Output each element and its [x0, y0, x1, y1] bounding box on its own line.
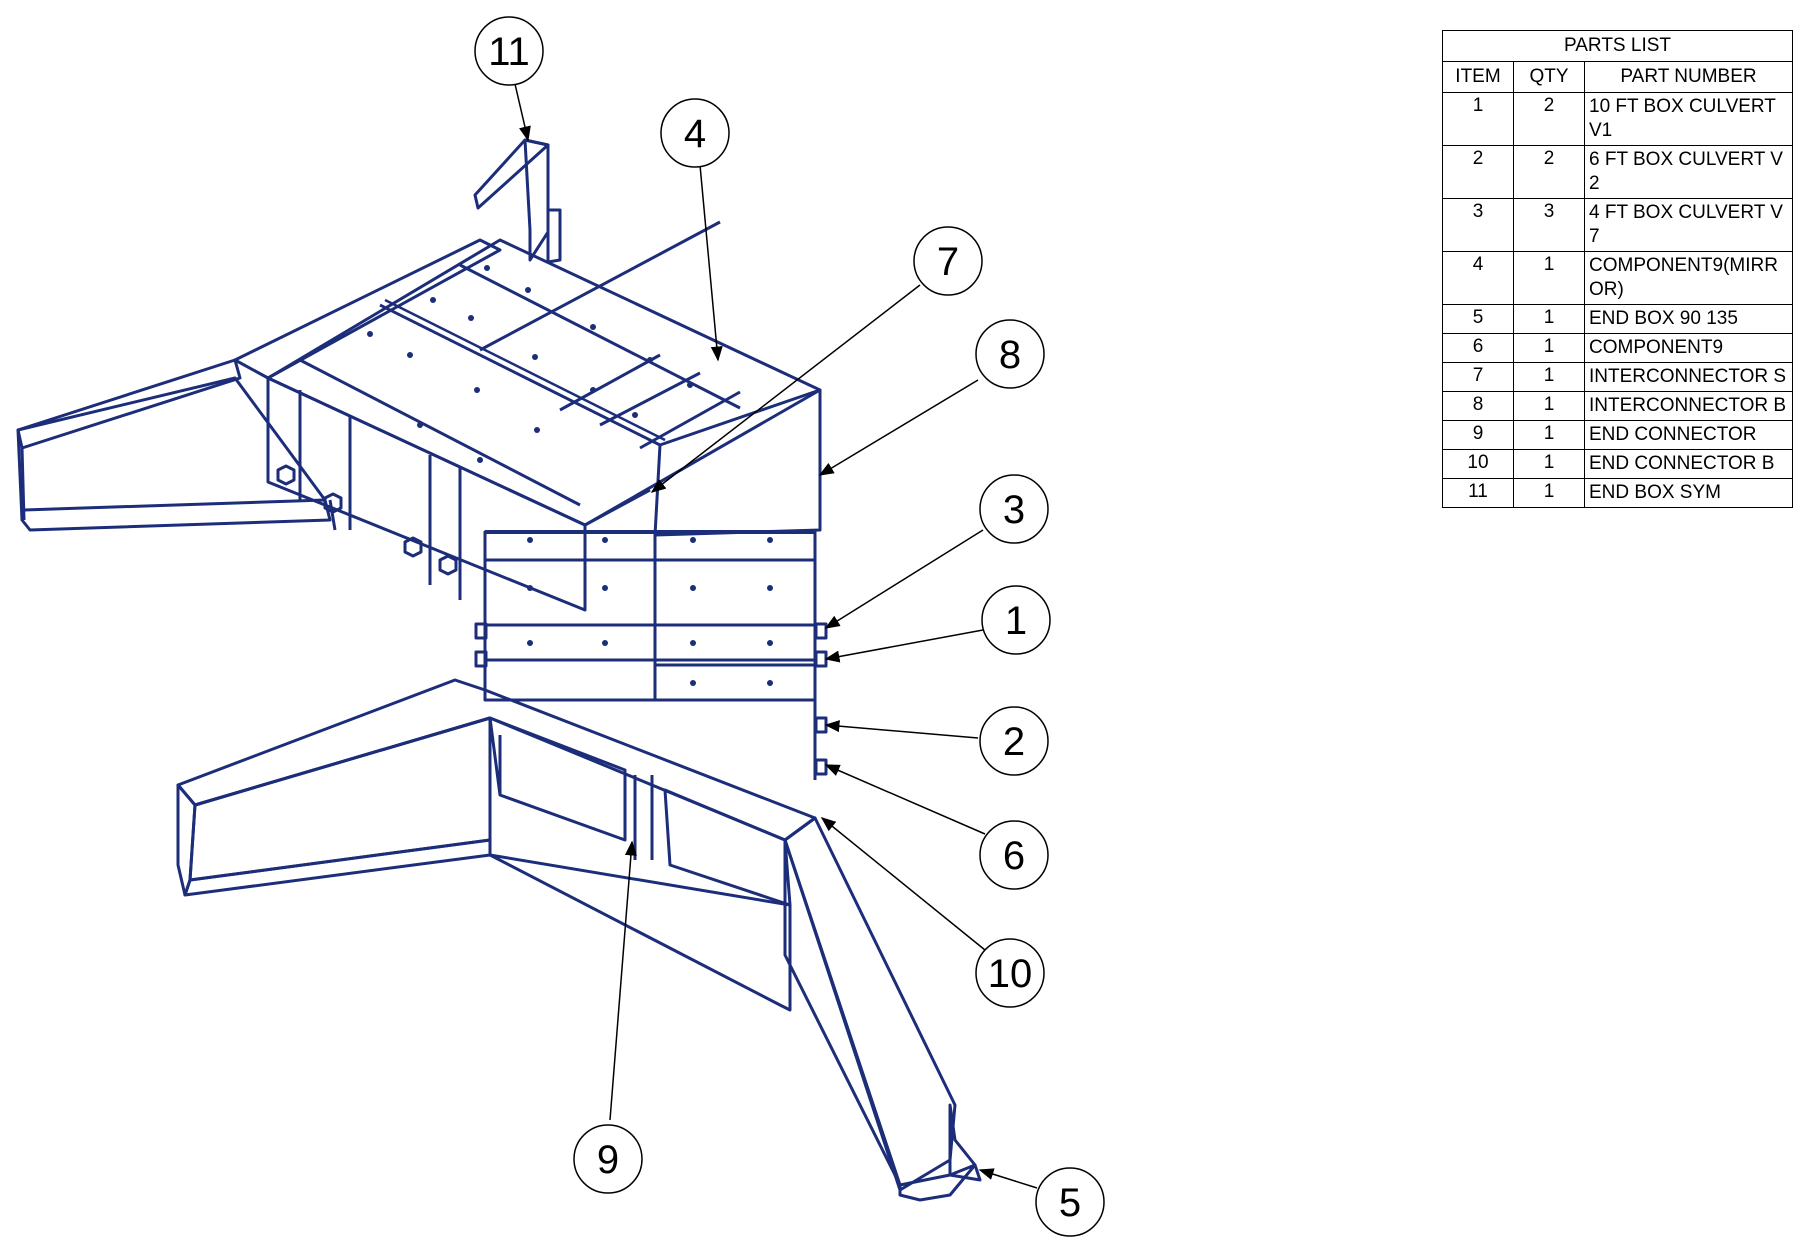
row-qty: 2 [1513, 145, 1585, 199]
row-qty: 1 [1513, 304, 1585, 334]
balloon-7: 7 [913, 226, 983, 296]
balloon-3: 3 [979, 474, 1049, 544]
row-part-number: END CONNECTOR B [1584, 449, 1793, 479]
svg-text:4: 4 [684, 112, 706, 156]
balloon-11: 11 [474, 16, 544, 86]
row-item: 2 [1442, 145, 1514, 199]
svg-text:8: 8 [999, 333, 1021, 377]
svg-text:10: 10 [988, 952, 1033, 996]
row-qty: 3 [1513, 198, 1585, 252]
svg-text:6: 6 [1003, 834, 1025, 878]
svg-text:11: 11 [488, 30, 530, 74]
balloon-4: 4 [660, 98, 730, 168]
row-part-number: 6 FT BOX CULVERT V2 [1584, 145, 1793, 199]
header-qty: QTY [1513, 61, 1585, 93]
table-row: 5 1 END BOX 90 135 [1442, 304, 1793, 334]
row-part-number: COMPONENT9(MIRROR) [1584, 251, 1793, 305]
table-row: 4 1 COMPONENT9(MIRROR) [1442, 251, 1793, 305]
row-qty: 2 [1513, 92, 1585, 146]
row-item: 11 [1442, 478, 1514, 508]
balloon-10: 10 [975, 938, 1045, 1008]
table-row: 8 1 INTERCONNECTOR B [1442, 391, 1793, 421]
parts-list-title: PARTS LIST [1442, 30, 1793, 62]
balloon-6: 6 [979, 820, 1049, 890]
table-row: 2 2 6 FT BOX CULVERT V2 [1442, 145, 1793, 199]
row-item: 5 [1442, 304, 1514, 334]
row-item: 3 [1442, 198, 1514, 252]
header-part-number: PART NUMBER [1584, 61, 1793, 93]
row-item: 9 [1442, 420, 1514, 450]
table-row: 7 1 INTERCONNECTOR S [1442, 362, 1793, 392]
row-part-number: END BOX SYM [1584, 478, 1793, 508]
row-part-number: INTERCONNECTOR B [1584, 391, 1793, 421]
row-qty: 1 [1513, 449, 1585, 479]
svg-text:1: 1 [1005, 599, 1027, 643]
svg-text:5: 5 [1059, 1181, 1081, 1225]
row-item: 10 [1442, 449, 1514, 479]
row-qty: 1 [1513, 478, 1585, 508]
balloon-1: 1 [981, 585, 1051, 655]
row-part-number: COMPONENT9 [1584, 333, 1793, 363]
svg-text:2: 2 [1003, 720, 1025, 764]
svg-text:7: 7 [937, 240, 959, 284]
header-item: ITEM [1442, 61, 1514, 93]
row-qty: 1 [1513, 362, 1585, 392]
row-part-number: END BOX 90 135 [1584, 304, 1793, 334]
svg-text:3: 3 [1003, 488, 1025, 532]
upper-assembly [16, 138, 828, 780]
row-part-number: 4 FT BOX CULVERT V7 [1584, 198, 1793, 252]
row-part-number: END CONNECTOR [1584, 420, 1793, 450]
row-qty: 1 [1513, 420, 1585, 450]
parts-list-table: PARTS LIST ITEM QTY PART NUMBER 1 2 10 F… [1442, 30, 1793, 508]
balloon-2: 2 [979, 706, 1049, 776]
svg-text:9: 9 [597, 1138, 619, 1182]
balloon-8: 8 [975, 319, 1045, 389]
balloon-5: 5 [1035, 1167, 1105, 1237]
row-item: 7 [1442, 362, 1514, 392]
row-qty: 1 [1513, 333, 1585, 363]
row-item: 6 [1442, 333, 1514, 363]
table-row: 11 1 END BOX SYM [1442, 478, 1793, 508]
table-row: 6 1 COMPONENT9 [1442, 333, 1793, 363]
lower-assembly [176, 678, 982, 1202]
table-row: 3 3 4 FT BOX CULVERT V7 [1442, 198, 1793, 252]
row-item: 1 [1442, 92, 1514, 146]
leader-lines [514, 83, 1038, 1189]
row-qty: 1 [1513, 391, 1585, 421]
row-part-number: 10 FT BOX CULVERT V1 [1584, 92, 1793, 146]
balloon-9: 9 [573, 1124, 643, 1194]
table-row: 10 1 END CONNECTOR B [1442, 449, 1793, 479]
row-part-number: INTERCONNECTOR S [1584, 362, 1793, 392]
row-qty: 1 [1513, 251, 1585, 305]
table-row: 1 2 10 FT BOX CULVERT V1 [1442, 92, 1793, 146]
balloons: 11 4 7 8 3 1 2 6 10 9 5 [474, 16, 1105, 1237]
row-item: 8 [1442, 391, 1514, 421]
row-item: 4 [1442, 251, 1514, 305]
table-row: 9 1 END CONNECTOR [1442, 420, 1793, 450]
